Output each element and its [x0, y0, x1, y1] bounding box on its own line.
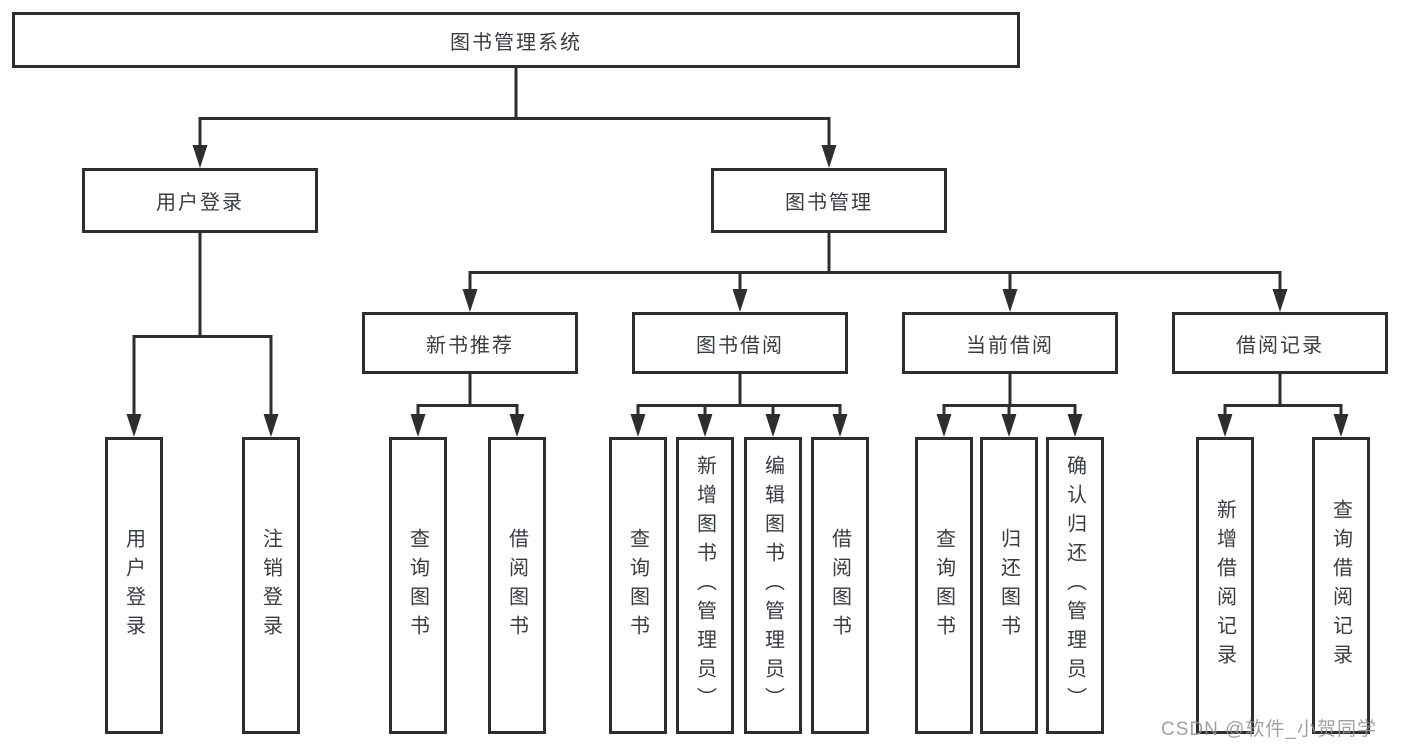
node-user-login: 用户登录: [82, 168, 318, 233]
arrow-down-icon: [1002, 289, 1018, 312]
arrow-down-icon: [765, 414, 781, 437]
leaf-logout-login: 注销登录: [242, 437, 300, 734]
connector-borrow-record-to-leaves: [1223, 374, 1343, 422]
leaf-edit-book-admin: 编辑图书（管理员）: [744, 437, 802, 734]
arrow-down-icon: [126, 414, 142, 437]
connector-root-to-level2: [198, 68, 831, 150]
arrow-down-icon: [192, 145, 208, 168]
arrow-down-icon: [630, 414, 646, 437]
node-root-system: 图书管理系统: [12, 12, 1020, 68]
node-label: 借阅图书: [505, 527, 528, 644]
leaf-add-book-admin: 新增图书（管理员）: [676, 437, 734, 734]
arrow-down-icon: [462, 289, 478, 312]
csdn-watermark: CSDN @软件_小贺同学: [1161, 719, 1377, 740]
node-label: 用户登录: [122, 527, 145, 644]
leaf-query-book-current: 查询图书: [915, 437, 973, 734]
leaf-borrow-book: 借阅图书: [811, 437, 869, 734]
connector-current-borrow-to-leaves: [942, 374, 1077, 422]
leaf-user-login: 用户登录: [105, 437, 163, 734]
arrow-down-icon: [263, 414, 279, 437]
leaf-borrow-book-recommend: 借阅图书: [488, 437, 546, 734]
node-label: 借阅图书: [828, 527, 851, 644]
arrow-down-icon: [1272, 289, 1288, 312]
arrow-down-icon: [410, 414, 426, 437]
node-label: 查询图书: [932, 527, 955, 644]
node-label: 当前借阅: [966, 334, 1054, 357]
arrow-down-icon: [1217, 414, 1233, 437]
leaf-return-book: 归还图书: [980, 437, 1038, 734]
node-label: 借阅记录: [1236, 334, 1324, 357]
node-current-borrowing: 当前借阅: [902, 312, 1118, 374]
connector-book-mgmt-to-level3: [468, 233, 1282, 296]
node-book-borrowing: 图书借阅: [632, 312, 848, 374]
leaf-query-book-borrow: 查询图书: [609, 437, 667, 734]
connector-book-borrow-to-leaves: [636, 374, 842, 422]
node-label: 新增图书（管理员）: [693, 455, 716, 716]
arrow-down-icon: [936, 414, 952, 437]
arrow-down-icon: [1067, 414, 1083, 437]
node-book-management: 图书管理: [711, 168, 947, 233]
arrow-down-icon: [509, 414, 525, 437]
node-label: 归还图书: [997, 527, 1020, 644]
node-label: 新增借阅记录: [1213, 498, 1236, 673]
arrow-down-icon: [832, 414, 848, 437]
node-label: 编辑图书（管理员）: [761, 455, 784, 716]
node-label: 查询图书: [406, 527, 429, 644]
arrow-down-icon: [821, 145, 837, 168]
arrow-down-icon: [1333, 414, 1349, 437]
node-label: 确认归还（管理员）: [1063, 455, 1086, 716]
leaf-confirm-return-admin: 确认归还（管理员）: [1046, 437, 1104, 734]
node-label: 查询图书: [626, 527, 649, 644]
node-label: 注销登录: [259, 527, 282, 644]
arrowheads: [126, 145, 1349, 437]
connector-user-login-to-leaves: [132, 233, 273, 420]
leaf-query-borrow-record: 查询借阅记录: [1312, 437, 1370, 734]
arrow-down-icon: [732, 289, 748, 312]
leaf-add-borrow-record: 新增借阅记录: [1196, 437, 1254, 734]
connector-new-book-to-leaves: [416, 374, 519, 422]
node-new-book-recommend: 新书推荐: [362, 312, 578, 374]
leaf-query-book-recommend: 查询图书: [389, 437, 447, 734]
node-label: 图书管理: [785, 192, 873, 214]
node-label: 图书借阅: [696, 334, 784, 357]
node-borrowing-records: 借阅记录: [1172, 312, 1388, 374]
node-label: 查询借阅记录: [1329, 498, 1352, 673]
node-label: 用户登录: [156, 192, 244, 214]
arrow-down-icon: [1001, 414, 1017, 437]
arrow-down-icon: [697, 414, 713, 437]
node-label: 新书推荐: [426, 334, 514, 357]
node-label: 图书管理系统: [450, 31, 582, 54]
